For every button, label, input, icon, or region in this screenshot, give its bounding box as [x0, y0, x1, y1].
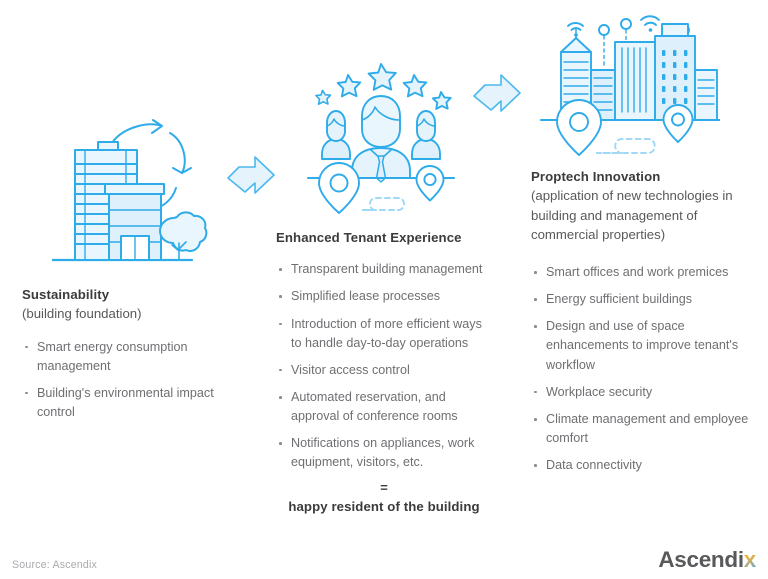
- sustainability-bullet-list: Smart energy consumption management Buil…: [22, 338, 234, 423]
- arrow-up-right-icon: [468, 70, 526, 137]
- list-item: Energy sufficient buildings: [531, 290, 759, 309]
- sustainability-title: Sustainability: [22, 287, 110, 302]
- sustainability-subtitle: (building foundation): [22, 306, 142, 322]
- list-item: Workplace security: [531, 383, 759, 402]
- list-item: Simplified lease processes: [276, 287, 492, 306]
- equals-sign: =: [380, 479, 388, 495]
- proptech-heading-block: Proptech Innovation (application of new …: [531, 167, 759, 244]
- tenant-heading-block: Enhanced Tenant Experience: [276, 228, 492, 247]
- sustainability-heading-block: Sustainability (building foundation): [22, 285, 234, 324]
- list-item: Building's environmental impact control: [22, 384, 234, 422]
- proptech-subtitle: (application of new technologies in buil…: [531, 188, 733, 242]
- column-sustainability: Sustainability (building foundation) Sma…: [22, 285, 234, 430]
- arrow-up-right-icon: [222, 152, 280, 219]
- list-item: Notifications on appliances, work equipm…: [276, 434, 492, 472]
- logo-accent-x: x: [743, 547, 757, 572]
- ascendix-logo: Ascendix: [658, 547, 757, 572]
- list-item: Visitor access control: [276, 361, 492, 380]
- list-item: Smart offices and work premices: [531, 263, 759, 282]
- source-attribution: Source: Ascendix: [12, 559, 98, 571]
- logo-wordmark: Ascendi: [658, 547, 744, 572]
- list-item: Transparent building management: [276, 260, 492, 279]
- list-item: Automated reservation, and approval of c…: [276, 388, 492, 426]
- list-item: Data connectivity: [531, 456, 759, 475]
- list-item: Introduction of more efficient ways to h…: [276, 315, 492, 353]
- tenant-bullet-list: Transparent building management Simplifi…: [276, 260, 492, 472]
- tenant-conclusion: happy resident of the building: [288, 498, 480, 514]
- list-item: Smart energy consumption management: [22, 338, 234, 376]
- green-building-recycle-icon: [50, 108, 224, 273]
- proptech-title: Proptech Innovation: [531, 169, 661, 184]
- list-item: Design and use of space enhancements to …: [531, 317, 759, 374]
- column-tenant-experience: Enhanced Tenant Experience Transparent b…: [276, 228, 492, 514]
- smart-city-wifi-icon: [538, 8, 722, 165]
- column-proptech-innovation: Proptech Innovation (application of new …: [531, 167, 759, 483]
- tenant-title: Enhanced Tenant Experience: [276, 230, 462, 245]
- list-item: Climate management and employee comfort: [531, 410, 759, 448]
- proptech-bullet-list: Smart offices and work premices Energy s…: [531, 263, 759, 475]
- people-five-stars-icon: [300, 58, 470, 221]
